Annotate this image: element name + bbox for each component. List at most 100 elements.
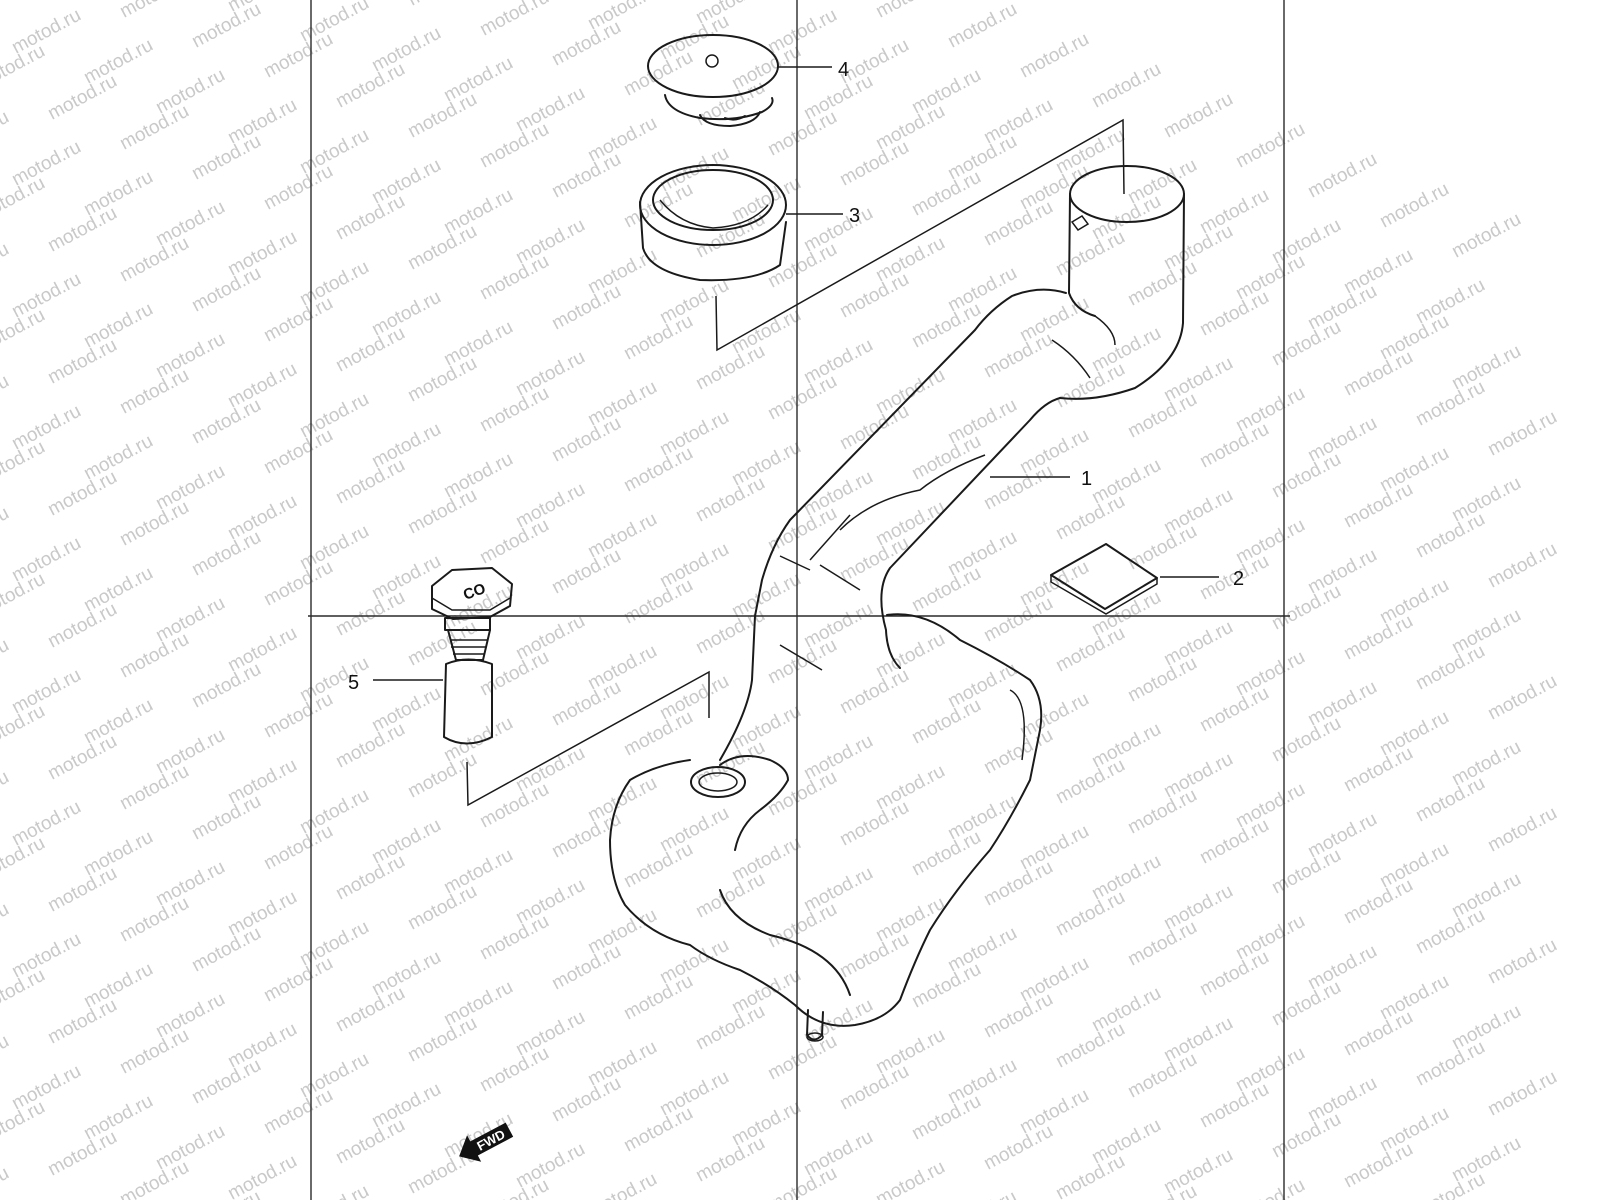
watermark-text: motod.ru: [1196, 1079, 1272, 1133]
watermark-text: motod.ru: [1484, 407, 1560, 461]
watermark-text: motod.ru: [1268, 845, 1344, 899]
watermark-text: motod.ru: [476, 383, 552, 437]
watermark-text: motod.ru: [1232, 1175, 1308, 1200]
watermark-text: motod.ru: [44, 1127, 120, 1181]
watermark-text: motod.ru: [1412, 377, 1488, 431]
watermark-text: motod.ru: [908, 431, 984, 485]
watermark-text: motod.ru: [692, 1133, 768, 1187]
label-sheet-part[interactable]: [1050, 543, 1158, 615]
watermark-text: motod.ru: [44, 995, 120, 1049]
watermark-text: motod.ru: [908, 959, 984, 1013]
watermark-text: motod.ru: [836, 929, 912, 983]
watermark-text: motod.ru: [764, 1031, 840, 1085]
callout-2: 2: [1233, 568, 1244, 590]
watermark-text: motod.ru: [224, 1151, 300, 1200]
watermark-text: motod.ru: [692, 869, 768, 923]
watermark-text: motod.ru: [620, 311, 696, 365]
watermark-text: motod.ru: [404, 0, 480, 10]
watermark-text: motod.ru: [476, 119, 552, 173]
watermark-text: motod.ru: [116, 233, 192, 287]
watermark-text: motod.ru: [1448, 209, 1524, 263]
watermark-text: motod.ru: [260, 689, 336, 743]
watermark-text: motod.ru: [872, 1157, 948, 1200]
drain-bolt-part[interactable]: CO: [431, 567, 513, 745]
watermark-text: motod.ru: [0, 437, 49, 491]
callout-numbers: 4 3 1 2 5: [348, 59, 1244, 694]
reservoir-tank-part[interactable]: [609, 165, 1185, 1042]
watermark-text: motod.ru: [116, 0, 192, 22]
watermark-text: motod.ru: [44, 599, 120, 653]
watermark-text: motod.ru: [116, 101, 192, 155]
callout-4: 4: [838, 59, 849, 81]
watermark-text: motod.ru: [260, 425, 336, 479]
watermark-text: motod.ru: [0, 0, 13, 28]
watermark-text: motod.ru: [1196, 947, 1272, 1001]
watermark-text: motod.ru: [548, 545, 624, 599]
watermark-text: motod.ru: [260, 293, 336, 347]
watermark-text: motod.ru: [1052, 359, 1128, 413]
watermark-text: motod.ru: [0, 173, 49, 227]
watermark-text: motod.ru: [980, 725, 1056, 779]
watermark-text: motod.ru: [0, 503, 13, 557]
watermark-text: motod.ru: [1052, 623, 1128, 677]
watermark-text: motod.ru: [260, 557, 336, 611]
watermark-text: motod.ru: [0, 1163, 13, 1200]
watermark-text: motod.ru: [1196, 419, 1272, 473]
watermark-text: motod.ru: [836, 665, 912, 719]
watermark-text: motod.ru: [1124, 389, 1200, 443]
watermark-text: motod.ru: [548, 1073, 624, 1127]
watermark-text: motod.ru: [0, 371, 13, 425]
watermark-text: motod.ru: [836, 1061, 912, 1115]
watermark-text: motod.ru: [1268, 581, 1344, 635]
watermark-text: motod.ru: [1340, 479, 1416, 533]
watermark-text: motod.ru: [188, 1055, 264, 1109]
svg-text:CO: CO: [461, 580, 488, 604]
watermark-text: motod.ru: [1484, 935, 1560, 989]
watermark-text: motod.ru: [404, 749, 480, 803]
watermark-text: motod.ru: [188, 527, 264, 581]
watermark-text: motod.ru: [1052, 755, 1128, 809]
watermark-text: motod.ru: [1124, 521, 1200, 575]
watermark-text: motod.ru: [980, 329, 1056, 383]
watermark-text: motod.ru: [0, 833, 49, 887]
watermark-text: motod.ru: [0, 767, 13, 821]
watermark-text: motod.ru: [620, 971, 696, 1025]
watermark-text: motod.ru: [548, 677, 624, 731]
watermark-text: motod.ru: [908, 563, 984, 617]
watermark-text: motod.ru: [476, 911, 552, 965]
watermark-text: motod.ru: [1052, 491, 1128, 545]
watermark-text: motod.ru: [908, 695, 984, 749]
watermark-text: motod.ru: [332, 191, 408, 245]
watermark-text: motod.ru: [548, 413, 624, 467]
watermark-text: motod.ru: [980, 989, 1056, 1043]
watermark-text: motod.ru: [980, 593, 1056, 647]
watermark-text: motod.ru: [0, 701, 49, 755]
cap-part[interactable]: [647, 34, 779, 127]
watermark-text: motod.ru: [836, 797, 912, 851]
watermark-text: motod.ru: [44, 731, 120, 785]
watermark-text: motod.ru: [1052, 1019, 1128, 1073]
watermark-text: motod.ru: [0, 1097, 49, 1151]
watermark-text: motod.ru: [1340, 1139, 1416, 1193]
watermark-text: motod.ru: [332, 983, 408, 1037]
watermark-text: motod.ru: [692, 209, 768, 263]
watermark-text: motod.ru: [1484, 1067, 1560, 1121]
watermark-text: motod.ru: [1124, 257, 1200, 311]
watermark-text: motod.ru: [1088, 59, 1164, 113]
watermark-text: motod.ru: [1268, 317, 1344, 371]
watermark-text: motod.ru: [764, 107, 840, 161]
watermark-text: motod.ru: [1268, 977, 1344, 1031]
watermark-text: motod.ru: [1340, 875, 1416, 929]
watermark-text: motod.ru: [548, 17, 624, 71]
watermark-text: motod.ru: [116, 497, 192, 551]
grommet-part[interactable]: [639, 164, 787, 282]
watermark-text: motod.ru: [332, 1115, 408, 1169]
watermark-text: motod.ru: [1412, 1037, 1488, 1091]
watermark-text: motod.ru: [116, 629, 192, 683]
watermark-text: motod.ru: [260, 953, 336, 1007]
watermark-text: motod.ru: [1196, 815, 1272, 869]
watermark-text: motod.ru: [188, 0, 264, 52]
watermark-text: motod.ru: [980, 461, 1056, 515]
watermark-text: motod.ru: [1484, 539, 1560, 593]
